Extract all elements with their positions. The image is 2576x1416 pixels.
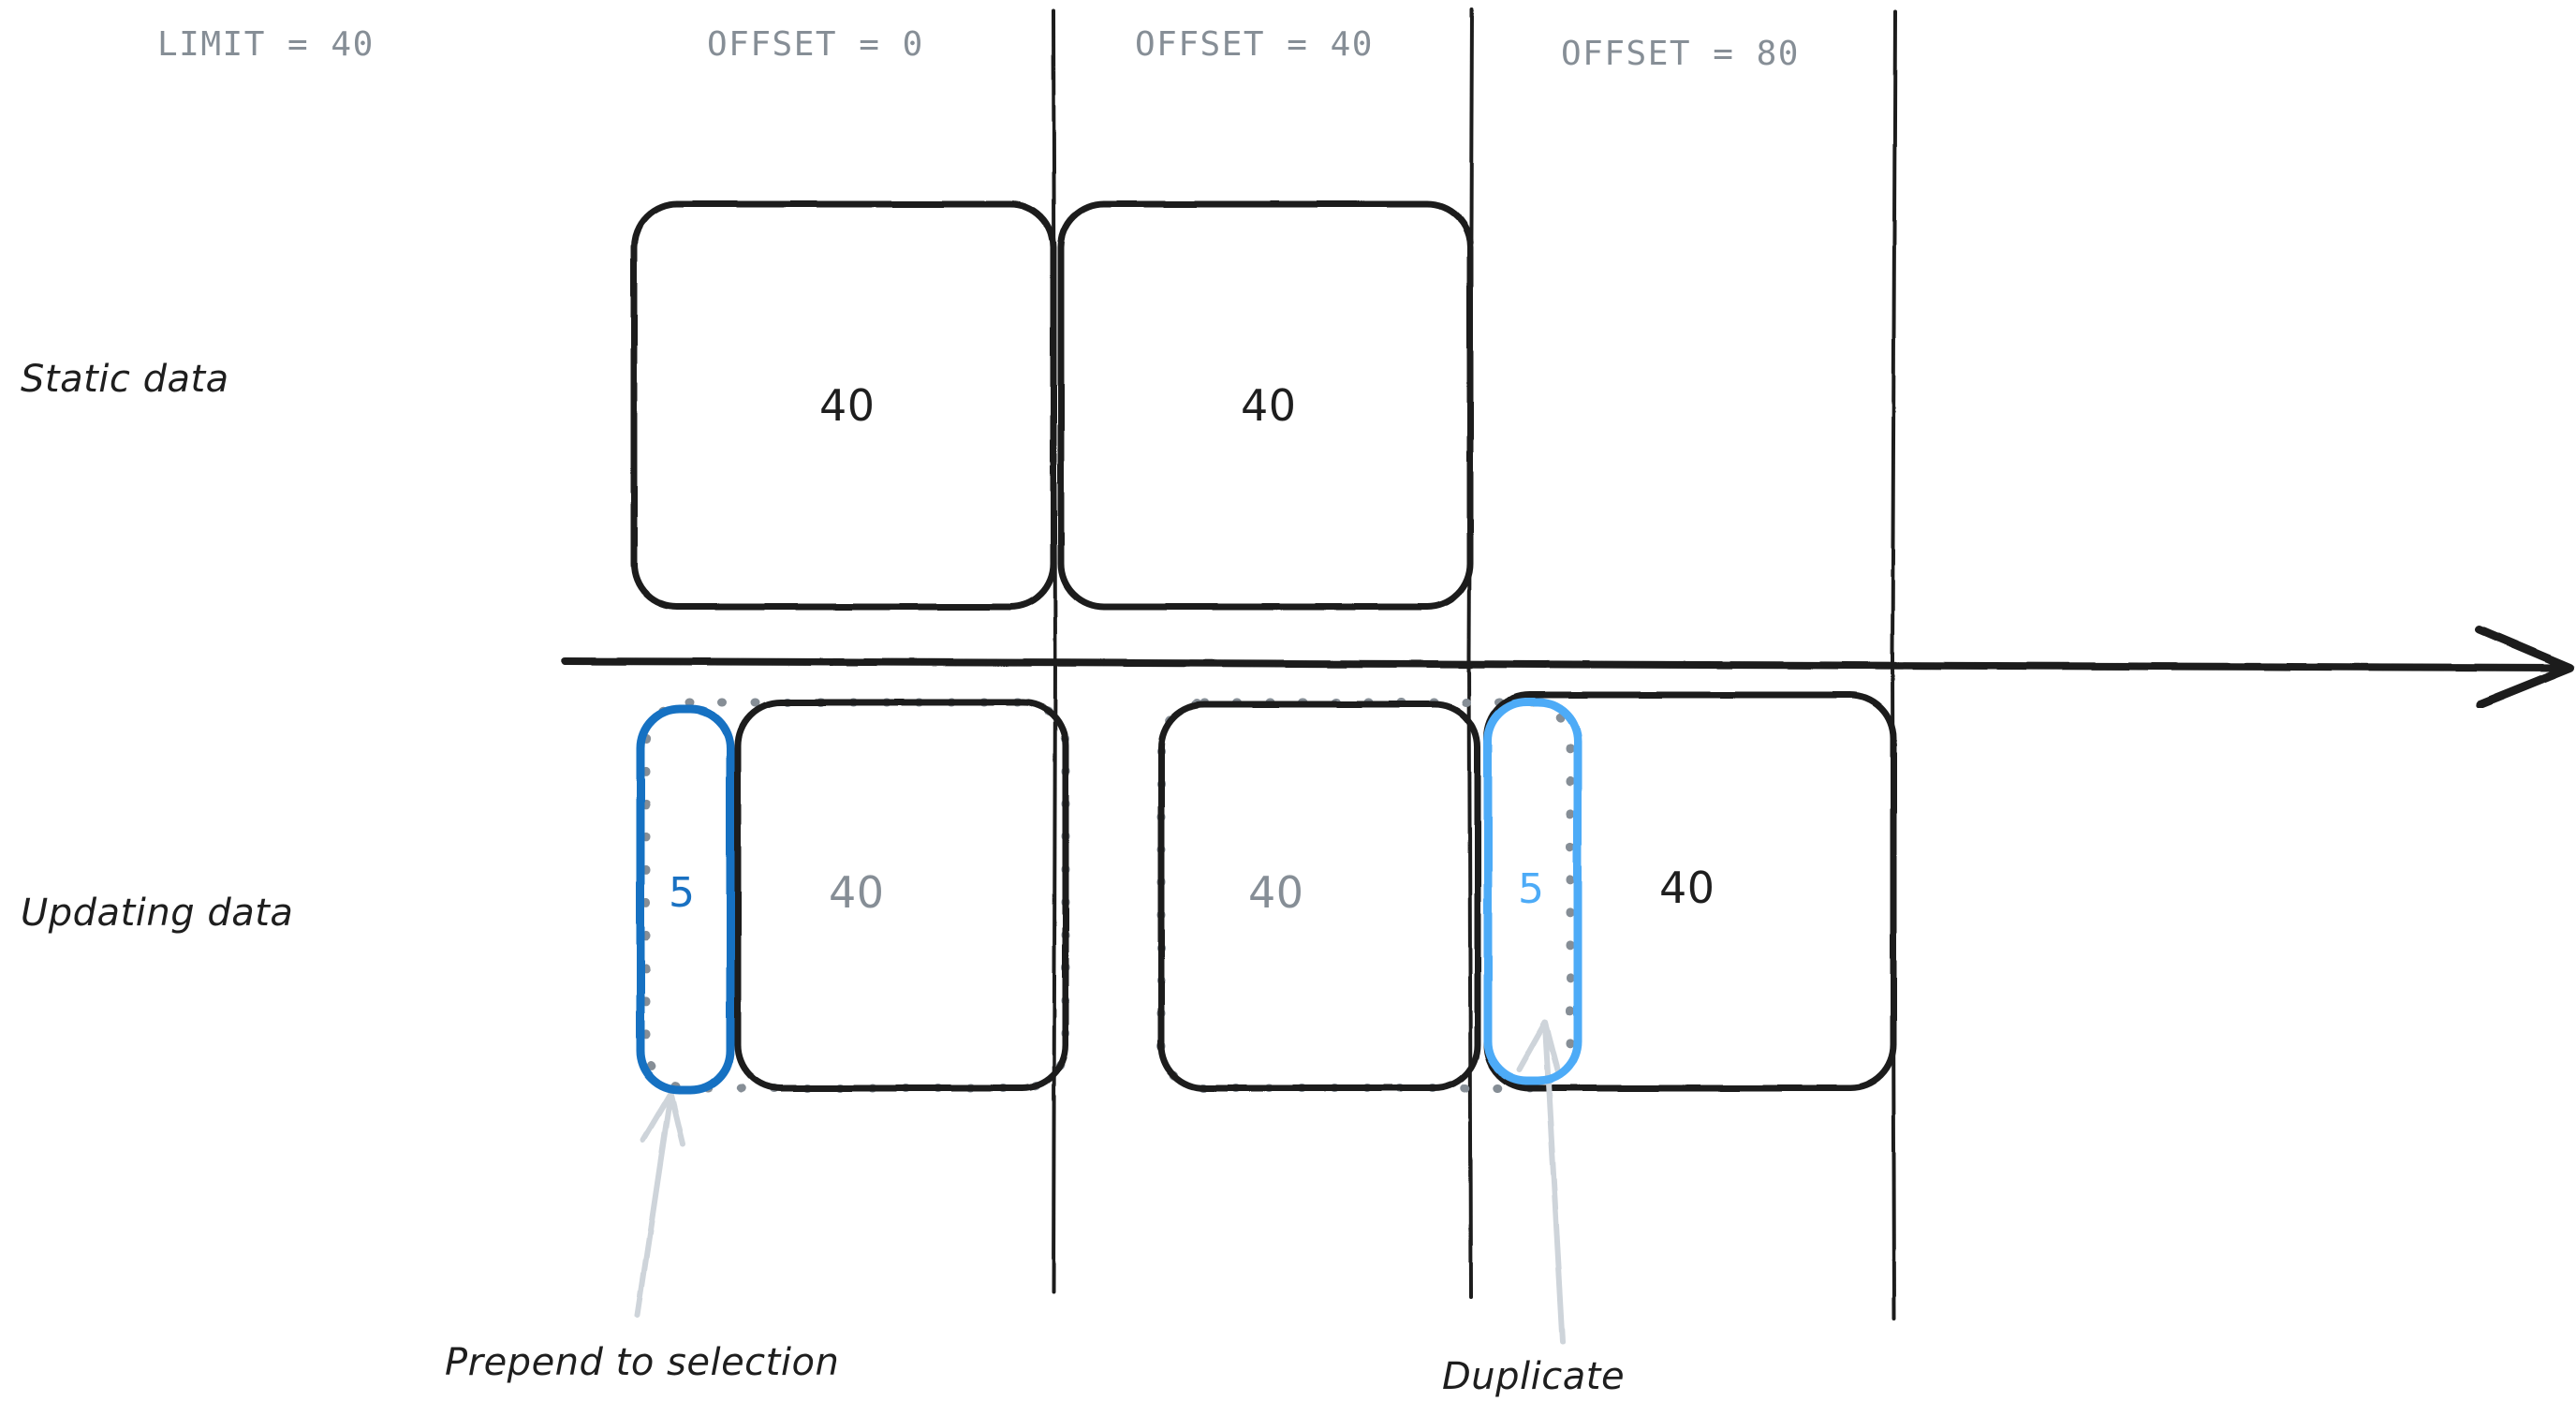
updating-row-shapes [734, 691, 1897, 1092]
divider-line-1 [1052, 9, 1058, 1294]
static-box-2-shape[interactable] [1057, 200, 1474, 611]
static-box-1-shape[interactable] [630, 200, 1057, 611]
updating-box-1-value: 40 [829, 867, 885, 918]
divider-line-3 [1890, 9, 1897, 1320]
prepend-callout-arrow-shape [635, 1093, 673, 1318]
offset-0-label: OFFSET = 0 [707, 25, 924, 64]
updating-box-3-value: 40 [1659, 863, 1715, 913]
divider-lines [1052, 7, 1897, 1320]
static-box-1-value: 40 [819, 380, 876, 431]
prepend-highlight-box-shape[interactable] [636, 704, 735, 1095]
offset-40-label: OFFSET = 40 [1135, 25, 1374, 64]
updating-box-1-shape[interactable] [734, 699, 1069, 1092]
prepend-highlight-box-value: 5 [669, 869, 696, 917]
updating-box-2-shape[interactable] [1157, 701, 1481, 1092]
highlight-boxes [636, 698, 1582, 1095]
prepend-to-selection-label: Prepend to selection [445, 1341, 840, 1384]
duplicate-label: Duplicate [1442, 1355, 1626, 1398]
duplicate-highlight-box-shape[interactable] [1483, 698, 1582, 1085]
static-data-label: Static data [21, 358, 229, 401]
updating-data-label: Updating data [21, 892, 294, 935]
divider-line-2 [1466, 7, 1474, 1299]
timeline-arrow-shape [561, 625, 2575, 709]
updating-box-2-value: 40 [1248, 867, 1304, 918]
prepend-callout-arrowhead [640, 1091, 685, 1147]
duplicate-callout-arrowhead [1516, 1020, 1561, 1075]
duplicate-highlight-box-value: 5 [1518, 865, 1545, 913]
offset-80-label: OFFSET = 80 [1561, 35, 1800, 73]
limit-label: LIMIT = 40 [157, 25, 375, 64]
static-row-shapes [630, 200, 1474, 611]
static-box-2-value: 40 [1241, 380, 1297, 431]
